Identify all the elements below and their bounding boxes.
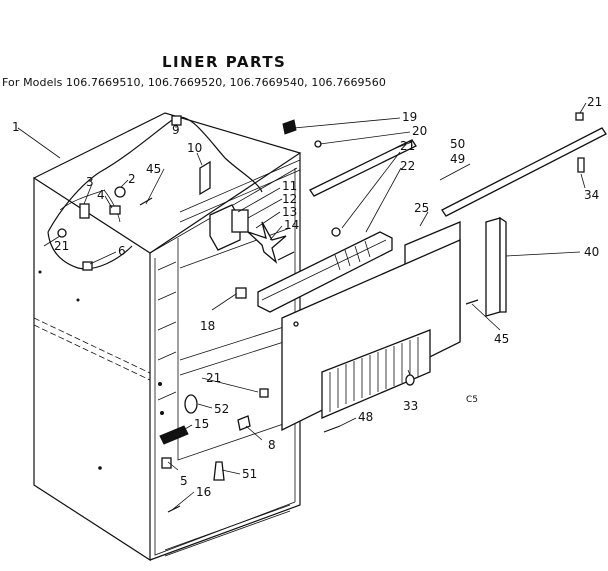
callout-2: 2: [128, 172, 136, 186]
callout-48: 48: [358, 410, 373, 424]
part-51-drain-tube: [213, 461, 225, 481]
part-18-bracket: [235, 287, 247, 299]
callout-13: 13: [282, 205, 297, 219]
callout-labels: 1 2 3 4 5 6 8 9 10 11 12 13 14 15 16 18 …: [12, 95, 602, 499]
part-12-fan-motor: [231, 209, 249, 233]
callout-52: 52: [214, 402, 229, 416]
part-4-connector: [109, 205, 121, 215]
part-34-screw: [577, 157, 585, 173]
part-48-screw: [323, 425, 341, 433]
part-45-screw-right: [465, 299, 479, 305]
part-3-switch: [79, 203, 90, 219]
callout-4: 4: [97, 188, 105, 202]
callout-21-left: 21: [54, 239, 69, 253]
callout-40: 40: [584, 245, 599, 259]
part-13-fan-blade: [247, 221, 287, 264]
callout-22: 22: [400, 159, 415, 173]
callout-25: 25: [414, 201, 429, 215]
callout-45-right: 45: [494, 332, 509, 346]
part-2-lamp-socket: [114, 186, 126, 198]
callout-3: 3: [86, 175, 94, 189]
part-45-screw: [139, 197, 153, 206]
callout-34: 34: [584, 188, 599, 202]
wire-harness: [47, 116, 263, 270]
part-16-screw: [167, 505, 181, 513]
part-33-plug: [405, 374, 415, 386]
callout-14: 14: [284, 218, 299, 232]
part-22-evaporator-cover: [257, 231, 393, 313]
part-50-rail: [309, 139, 417, 197]
leader-lines: [17, 102, 587, 511]
callout-16: 16: [196, 485, 211, 499]
part-10-bracket: [199, 160, 211, 196]
callout-33: 33: [403, 399, 418, 413]
callout-15: 15: [194, 417, 209, 431]
part-21-screw-top-right: [575, 112, 584, 121]
part-15-bracket: [159, 425, 189, 445]
part-6-clip: [82, 261, 93, 271]
part-52-lamp: [184, 394, 198, 414]
callout-50: 50: [450, 137, 465, 151]
callout-8: 8: [268, 438, 276, 452]
callout-5: 5: [180, 474, 188, 488]
callout-12: 12: [282, 192, 297, 206]
part-14-screw: [277, 251, 295, 261]
callout-21-top-right: 21: [587, 95, 602, 109]
part-5-clip: [161, 457, 172, 469]
callout-18: 18: [200, 319, 215, 333]
callout-11: 11: [282, 179, 297, 193]
callout-51: 51: [242, 467, 257, 481]
part-19-clip: [282, 119, 297, 135]
callout-45-left: 45: [146, 162, 161, 176]
models-subtitle: For Models 106.7669510, 106.7669520, 106…: [2, 76, 386, 89]
callout-1: 1: [12, 120, 20, 134]
callout-10: 10: [187, 141, 202, 155]
callout-21-middle: 21: [400, 139, 415, 153]
callout-20: 20: [412, 124, 427, 138]
callout-9: 9: [172, 123, 180, 137]
corner-mark: C5: [466, 395, 478, 405]
part-21-screw-lower: [259, 388, 269, 398]
part-21-screw-left: [57, 228, 67, 238]
callout-6: 6: [118, 244, 126, 258]
grille-panel: [281, 239, 461, 432]
callout-49: 49: [450, 152, 465, 166]
part-40-air-duct: [485, 216, 507, 317]
callout-21-lower: 21: [206, 371, 221, 385]
callout-19: 19: [402, 110, 417, 124]
part-21-screw-middle: [331, 227, 341, 237]
liner-cabinet: [33, 112, 302, 562]
part-49-rail: [441, 127, 607, 217]
diagram-title: LINER PARTS: [162, 53, 287, 71]
part-9-clip: [171, 115, 182, 126]
